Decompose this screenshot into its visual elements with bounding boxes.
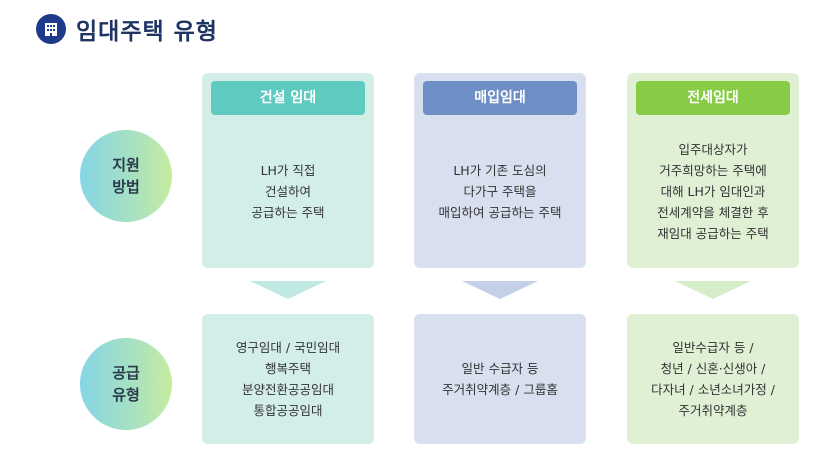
support-card-purchase: 매입임대 LH가 기존 도심의 다가구 주택을 매입하여 공급하는 주택 xyxy=(414,73,586,268)
down-arrow-icon xyxy=(462,281,538,299)
down-arrow-icon xyxy=(250,281,326,299)
supply-line: 일반수급자 등 / xyxy=(672,340,754,355)
description-line: 건설하여 xyxy=(264,184,311,199)
building-icon xyxy=(36,14,66,44)
column-header-construction: 건설 임대 xyxy=(211,81,365,115)
page-title: 임대주택 유형 xyxy=(76,19,218,45)
row-label-line: 방법 xyxy=(112,178,140,196)
row-label-line: 유형 xyxy=(112,386,140,404)
supply-line: 주거취약계층 xyxy=(678,403,748,418)
supply-line: 행복주택 xyxy=(264,361,311,376)
description-line: LH가 기존 도심의 xyxy=(453,163,547,178)
row-label-line: 지원 xyxy=(112,156,140,174)
supply-line: 일반 수급자 등 xyxy=(461,361,539,376)
supply-card-jeonse: 일반수급자 등 / 청년 / 신혼·신생아 / 다자녀 / 소년소녀가정 / 주… xyxy=(627,314,799,444)
support-description: 입주대상자가 거주희망하는 주택에 대해 LH가 임대인과 전세계약을 체결한 … xyxy=(657,115,768,268)
support-card-construction: 건설 임대 LH가 직접 건설하여 공급하는 주택 xyxy=(202,73,374,268)
column-header-purchase: 매입임대 xyxy=(423,81,577,115)
description-line: 다가구 주택을 xyxy=(463,184,537,199)
supply-card-purchase: 일반 수급자 등 주거취약계층 / 그룹홈 xyxy=(414,314,586,444)
support-description: LH가 기존 도심의 다가구 주택을 매입하여 공급하는 주택 xyxy=(439,115,562,268)
description-line: LH가 직접 xyxy=(260,163,316,178)
description-line: 대해 LH가 임대인과 xyxy=(660,184,766,199)
description-line: 매입하여 공급하는 주택 xyxy=(438,205,562,220)
description-line: 거주희망하는 주택에 xyxy=(659,163,767,178)
supply-line: 다자녀 / 소년소녀가정 / xyxy=(651,382,775,397)
support-description: LH가 직접 건설하여 공급하는 주택 xyxy=(252,115,325,268)
support-card-jeonse: 전세임대 입주대상자가 거주희망하는 주택에 대해 LH가 임대인과 전세계약을… xyxy=(627,73,799,268)
supply-line: 영구임대 / 국민임대 xyxy=(235,340,341,355)
down-arrow-icon xyxy=(675,281,751,299)
row-label-line: 공급 xyxy=(112,364,140,382)
description-line: 입주대상자가 xyxy=(678,142,748,157)
row-label-support-method: 지원 방법 xyxy=(80,130,172,222)
description-line: 전세계약을 체결한 후 xyxy=(657,205,769,220)
supply-line: 청년 / 신혼·신생아 / xyxy=(660,361,766,376)
page-header: 임대주택 유형 xyxy=(36,12,218,46)
supply-line: 분양전환공공임대 xyxy=(241,382,334,397)
row-label-supply-type: 공급 유형 xyxy=(80,338,172,430)
description-line: 재임대 공급하는 주택 xyxy=(657,226,769,241)
description-line: 공급하는 주택 xyxy=(251,205,325,220)
column-header-jeonse: 전세임대 xyxy=(636,81,790,115)
supply-line: 통합공공임대 xyxy=(253,403,323,418)
supply-line: 주거취약계층 / 그룹홈 xyxy=(442,382,558,397)
supply-card-construction: 영구임대 / 국민임대 행복주택 분양전환공공임대 통합공공임대 xyxy=(202,314,374,444)
